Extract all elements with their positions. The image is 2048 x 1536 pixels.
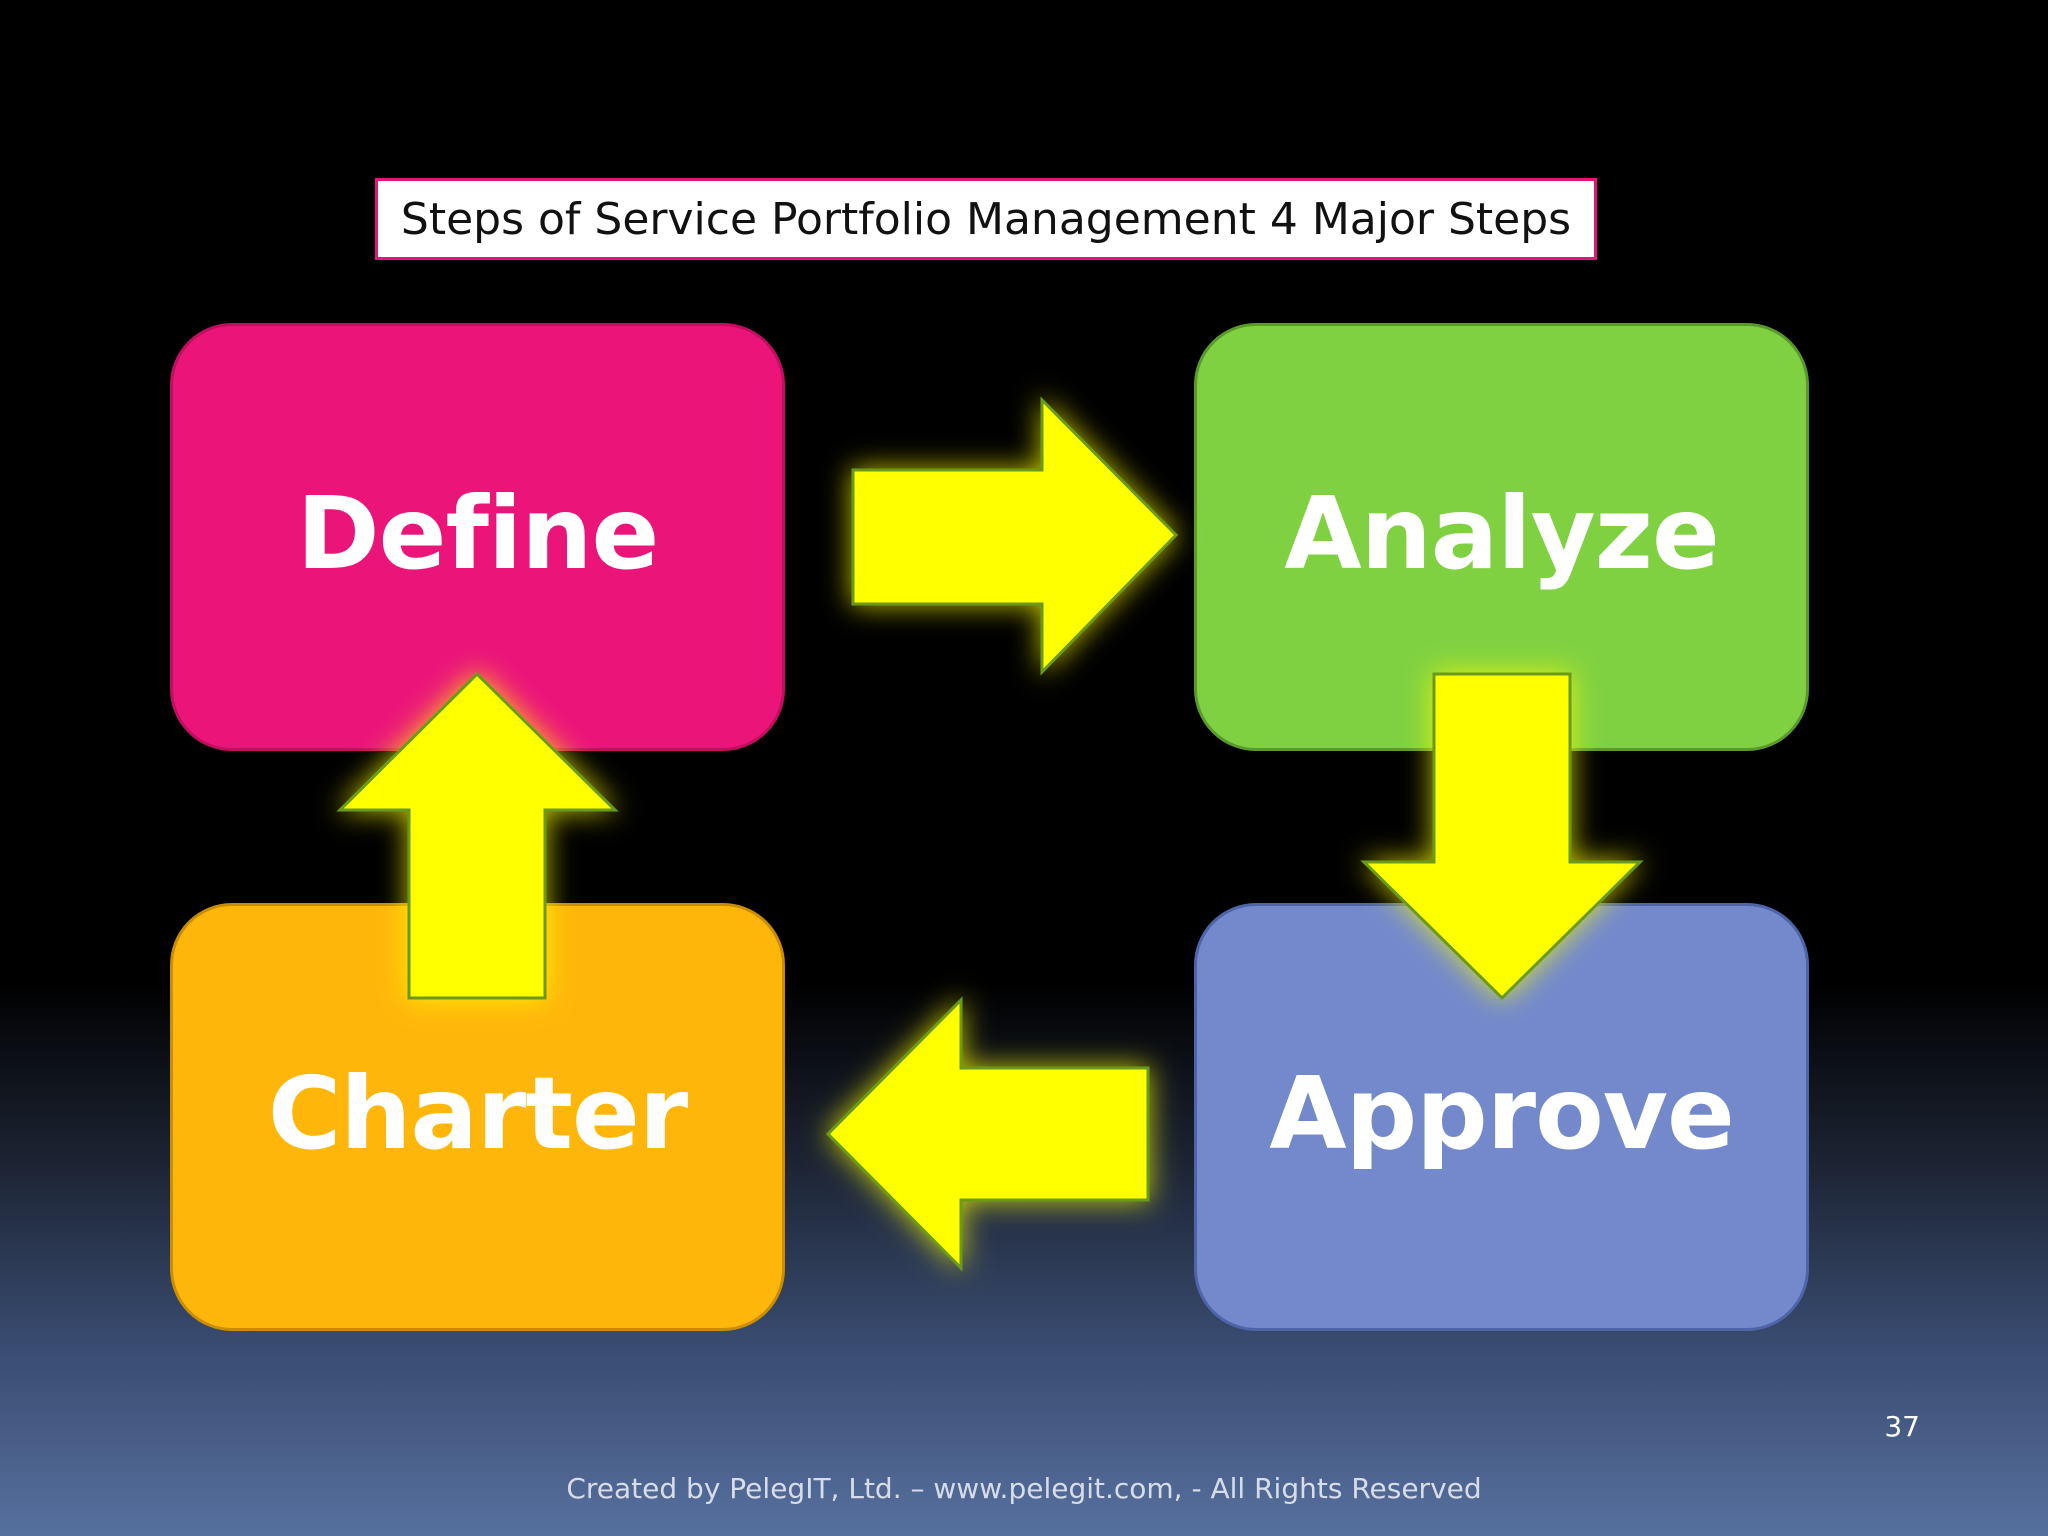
step-charter-label: Charter: [267, 1054, 688, 1172]
page-number: 37: [1884, 1410, 1920, 1443]
footer-copyright: Created by PelegIT, Ltd. – www.pelegit.c…: [566, 1472, 1482, 1505]
arrow-down-icon: [1360, 672, 1644, 1001]
step-analyze-label: Analyze: [1284, 474, 1720, 592]
step-approve-label: Approve: [1269, 1054, 1735, 1172]
step-define-label: Define: [296, 474, 660, 592]
slide-title-text: Steps of Service Portfolio Management 4 …: [400, 193, 1572, 245]
arrow-left-icon: [825, 996, 1150, 1272]
arrow-right-icon: [851, 396, 1179, 676]
arrow-up-icon: [336, 671, 619, 1000]
slide-title: Steps of Service Portfolio Management 4 …: [375, 178, 1597, 260]
